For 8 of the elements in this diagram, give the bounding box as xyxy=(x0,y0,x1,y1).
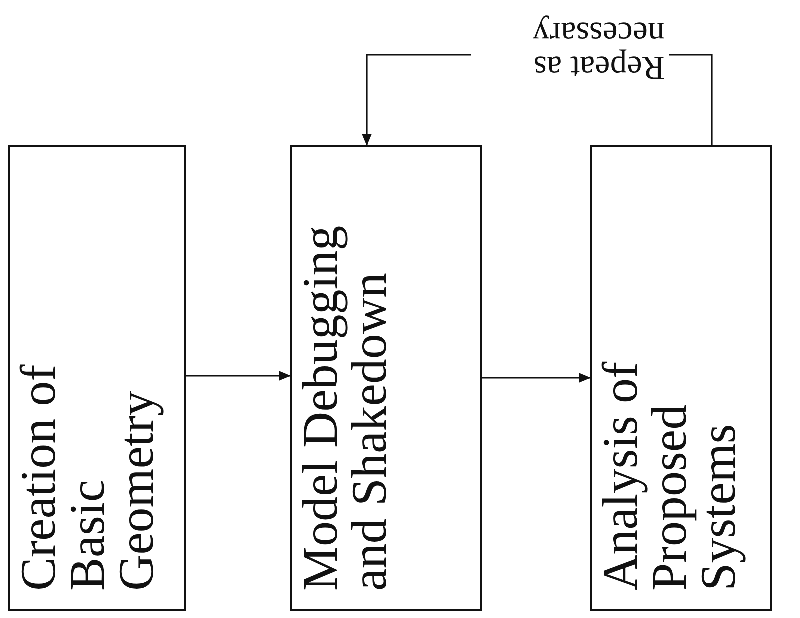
process-box xyxy=(8,145,186,611)
process-box xyxy=(290,145,482,611)
box-text: Model Debugging and Shakedown xyxy=(296,224,398,593)
box-text: Creation of Basic Geometry xyxy=(14,364,165,593)
arrow xyxy=(482,373,591,383)
box-text: Analysis of Proposed Systems xyxy=(596,360,747,593)
process-box xyxy=(590,145,772,611)
arrow xyxy=(186,371,291,381)
